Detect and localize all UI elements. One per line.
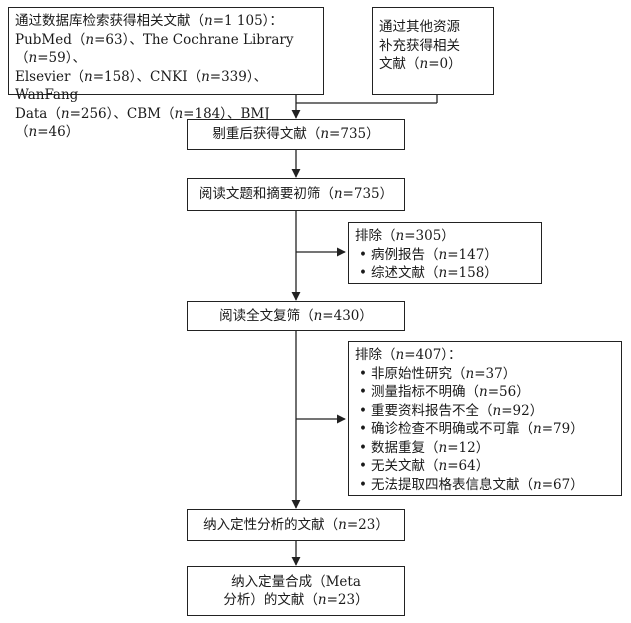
exclusion-2-item: 无关文献（n=64） — [355, 457, 615, 476]
exclusion-2-item: 数据重复（n=12） — [355, 439, 615, 458]
other-sources-box: 通过其他资源 补充获得相关 文献（n=0） — [372, 7, 494, 95]
quantitative-line-2: 分析）的文献（n=23） — [223, 592, 369, 608]
quantitative-box: 纳入定量合成（Meta 分析）的文献（n=23） — [187, 566, 405, 616]
qualitative-box: 纳入定性分析的文献（n=23） — [187, 509, 405, 541]
exclusion-2-item: 确诊检查不明确或不可靠（n=79） — [355, 420, 615, 439]
exclusion-1-title: 排除（n=305） — [355, 228, 455, 244]
db-line-2: PubMed（n=63）、The Cochrane Library（n=59）、 — [15, 31, 294, 67]
exclusion-2-item: 无法提取四格表信息文献（n=67） — [355, 476, 615, 495]
other-line-2: 补充获得相关 — [379, 37, 460, 54]
quantitative-line-1: 纳入定量合成（Meta — [231, 573, 361, 590]
db-line-4: Data（n=256）、CBM（n=184）、BMJ（n=46） — [15, 105, 270, 141]
other-line-3: 文献（n=0） — [379, 56, 462, 72]
deduplicated-text: 剔重后获得文献（n=735） — [212, 126, 380, 143]
other-line-1: 通过其他资源 — [379, 19, 460, 35]
exclusion-1-item: 病例报告（n=147） — [355, 246, 535, 265]
db-line-3: Elsevier（n=158）、CNKI（n=339）、WanFang — [15, 68, 268, 104]
fulltext-text: 阅读全文复筛（n=430） — [219, 307, 373, 324]
exclusion-2-item: 非原始性研究（n=37） — [355, 365, 615, 384]
exclusion-2-item: 测量指标不明确（n=56） — [355, 383, 615, 402]
fulltext-screen-box: 阅读全文复筛（n=430） — [187, 301, 405, 331]
database-search-box: 通过数据库检索获得相关文献（n=1 105）： PubMed（n=63）、The… — [8, 7, 324, 140]
title-abstract-text: 阅读文题和摘要初筛（n=735） — [198, 186, 394, 203]
exclusion-2-title: 排除（n=407）： — [355, 347, 462, 363]
exclusion-2-item: 重要资料报告不全（n=92） — [355, 402, 615, 421]
title-abstract-screen-box: 阅读文题和摘要初筛（n=735） — [187, 178, 405, 211]
exclusion-1-box: 排除（n=305） 病例报告（n=147） 综述文献（n=158） — [348, 222, 542, 284]
db-line-1: 通过数据库检索获得相关文献（n=1 105）： — [15, 13, 283, 29]
exclusion-2-box: 排除（n=407）： 非原始性研究（n=37） 测量指标不明确（n=56） 重要… — [348, 341, 622, 496]
deduplicated-box: 剔重后获得文献（n=735） — [187, 119, 405, 150]
qualitative-text: 纳入定性分析的文献（n=23） — [203, 516, 389, 533]
exclusion-1-item: 综述文献（n=158） — [355, 264, 535, 283]
